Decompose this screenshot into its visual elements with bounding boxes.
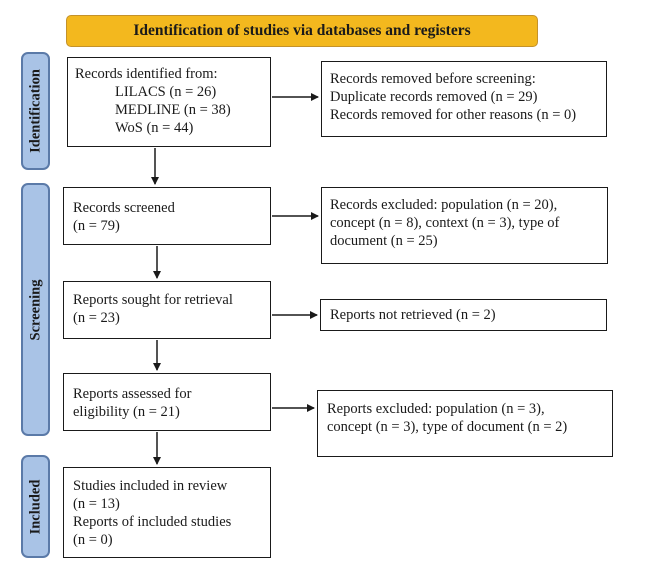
records-screened-line-1: Records screened — [73, 200, 175, 216]
source-lilacs: LILACS (n = 26) — [115, 84, 217, 100]
reports-assessed-line-2: eligibility (n = 21) — [73, 404, 180, 420]
records-excluded-line-2: concept (n = 8), context (n = 3), type o… — [330, 215, 560, 231]
records-identified-box: Records identified from: LILACS (n = 26)… — [67, 57, 271, 147]
source-medline: MEDLINE (n = 38) — [115, 102, 231, 118]
reports-assessed-box: Reports assessed for eligibility (n = 21… — [63, 373, 271, 431]
reports-sought-line-2: (n = 23) — [73, 310, 120, 326]
records-removed-line-3: Records removed for other reasons (n = 0… — [330, 107, 577, 123]
records-removed-box: Records removed before screening: Duplic… — [321, 61, 607, 137]
reports-not-retrieved-box: Reports not retrieved (n = 2) — [320, 299, 607, 331]
reports-excluded-box: Reports excluded: population (n = 3), co… — [317, 390, 613, 457]
reports-excluded-line-2: concept (n = 3), type of document (n = 2… — [327, 419, 568, 435]
reports-not-retrieved-line-1: Reports not retrieved (n = 2) — [330, 307, 496, 323]
phase-identification: Identification — [21, 52, 50, 170]
reports-excluded-line-1: Reports excluded: population (n = 3), — [327, 401, 545, 417]
studies-included-line-1: Studies included in review — [73, 478, 228, 494]
phase-included: Included — [21, 455, 50, 558]
reports-sought-box: Reports sought for retrieval (n = 23) — [63, 281, 271, 339]
records-screened-line-2: (n = 79) — [73, 218, 120, 234]
reports-sought-line-1: Reports sought for retrieval — [73, 292, 233, 308]
studies-included-line-2: (n = 13) — [73, 496, 120, 512]
records-excluded-line-3: document (n = 25) — [330, 233, 438, 249]
records-removed-line-1: Records removed before screening: — [330, 71, 536, 87]
diagram-header: Identification of studies via databases … — [66, 15, 538, 47]
studies-included-line-3: Reports of included studies — [73, 514, 232, 530]
reports-assessed-line-1: Reports assessed for — [73, 386, 192, 402]
studies-included-box: Studies included in review (n = 13) Repo… — [63, 467, 271, 558]
records-identified-title: Records identified from: — [75, 66, 218, 82]
header-title: Identification of studies via databases … — [133, 22, 471, 39]
records-screened-box: Records screened (n = 79) — [63, 187, 271, 245]
studies-included-line-4: (n = 0) — [73, 532, 113, 548]
records-excluded-box: Records excluded: population (n = 20), c… — [321, 187, 608, 264]
records-excluded-line-1: Records excluded: population (n = 20), — [330, 197, 558, 213]
source-wos: WoS (n = 44) — [115, 120, 194, 136]
phase-screening: Screening — [21, 183, 50, 436]
records-removed-line-2: Duplicate records removed (n = 29) — [330, 89, 538, 105]
